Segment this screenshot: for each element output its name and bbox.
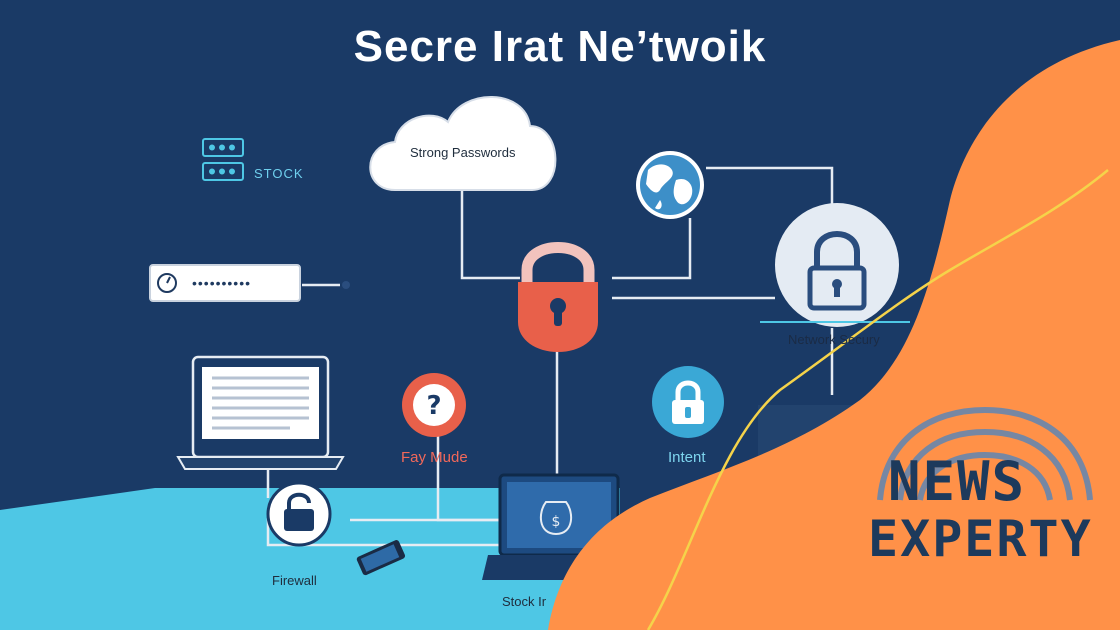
- cloud-icon: [369, 96, 557, 191]
- cloud-label: Strong Passwords: [410, 145, 516, 160]
- server-icon: [202, 138, 244, 181]
- logo-word-news: NEWS: [888, 450, 1027, 513]
- small-padlock-icon: [652, 366, 724, 438]
- firewall-lock-icon: [266, 481, 332, 547]
- password-field-icon: [149, 264, 301, 302]
- intent-label: Intent: [668, 449, 706, 466]
- page-title: Secre Irat Ne’twoik: [353, 22, 767, 71]
- firewall-label: Firewall: [272, 573, 317, 588]
- phone-icon: [356, 540, 406, 576]
- password-mask: ••••••••••: [192, 275, 252, 291]
- logo-emblem: [877, 406, 1093, 501]
- stock-bottom-label: Stock Ir: [502, 594, 547, 609]
- connector-dot: [342, 281, 350, 289]
- network-security-icon: [775, 203, 899, 327]
- yellow-curve: [646, 169, 1109, 630]
- svg-text:$: $: [552, 514, 561, 530]
- fay-mude-label: Fay Mude: [401, 449, 468, 466]
- stock-label: STOCK: [254, 166, 304, 181]
- floor-plane: [0, 488, 620, 630]
- logo-word-experty: EXPERTY: [868, 510, 1093, 568]
- padlock-icon: [518, 242, 598, 352]
- laptop-icon: [176, 355, 345, 470]
- svg-text:?: ?: [426, 391, 441, 421]
- question-icon: ?: [402, 373, 466, 437]
- orange-overlay: [548, 40, 1120, 630]
- globe-icon: [636, 151, 704, 219]
- network-security-label: Network Secury: [788, 332, 880, 347]
- connector-lines: [266, 166, 834, 547]
